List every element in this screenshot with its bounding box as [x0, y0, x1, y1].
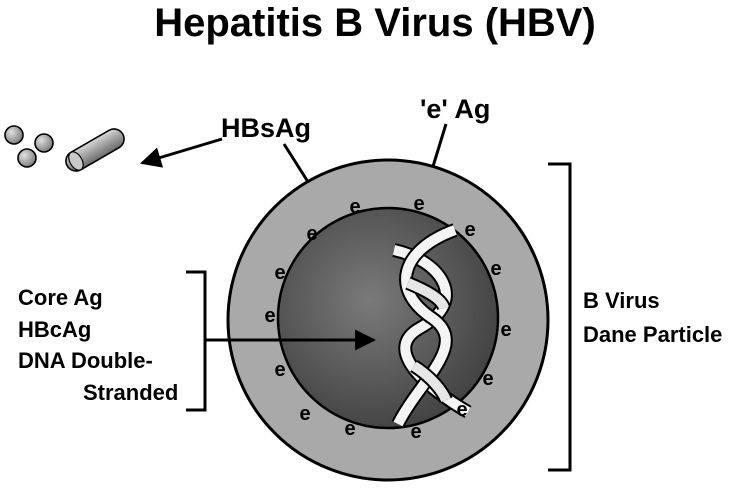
e-antigen-letter: e — [299, 403, 310, 425]
dna-double-helix — [391, 223, 472, 428]
e-antigen-letter: e — [410, 421, 421, 443]
e-antigen-letter: e — [490, 258, 501, 280]
e-antigen-letter: e — [500, 319, 511, 341]
e-antigen-letter: e — [344, 418, 355, 440]
e-ag-label: 'e' Ag — [420, 94, 490, 124]
e-antigen-letter: e — [413, 193, 424, 215]
e-antigen-letter: e — [456, 399, 467, 421]
dna-double-label: DNA Double- — [18, 348, 153, 373]
e-antigen-letter: e — [306, 223, 317, 245]
core-ag-label: Core Ag — [18, 285, 103, 310]
e-antigen-letter: e — [464, 219, 475, 241]
dna-stranded-label: Stranded — [83, 380, 178, 405]
hbsag-label: HBsAg — [221, 113, 311, 143]
e-antigen-letter: e — [264, 305, 275, 327]
page-title: Hepatitis B Virus (HBV) — [154, 1, 596, 45]
b-virus-label: B Virus — [583, 288, 660, 313]
e-antigen-letter: e — [274, 262, 285, 284]
core-bracket — [186, 270, 207, 412]
dane-bracket — [548, 162, 572, 472]
core-capsid — [276, 206, 500, 430]
dane-particle-label: Dane Particle — [583, 322, 722, 347]
hbsag-sphere-particle — [34, 133, 54, 153]
e-antigen-letter: e — [274, 359, 285, 381]
free-hbsag-particles — [4, 125, 125, 172]
e-antigen-letter: e — [349, 196, 360, 218]
hbsag-arrow-to-particles — [139, 137, 223, 168]
hbsag-filament-particle — [65, 128, 125, 172]
hbsag-sphere-particle — [17, 148, 37, 168]
hbsag-sphere-particle — [4, 125, 24, 145]
hbcag-label: HBcAg — [18, 317, 91, 342]
e-antigen-letter: e — [482, 368, 493, 390]
